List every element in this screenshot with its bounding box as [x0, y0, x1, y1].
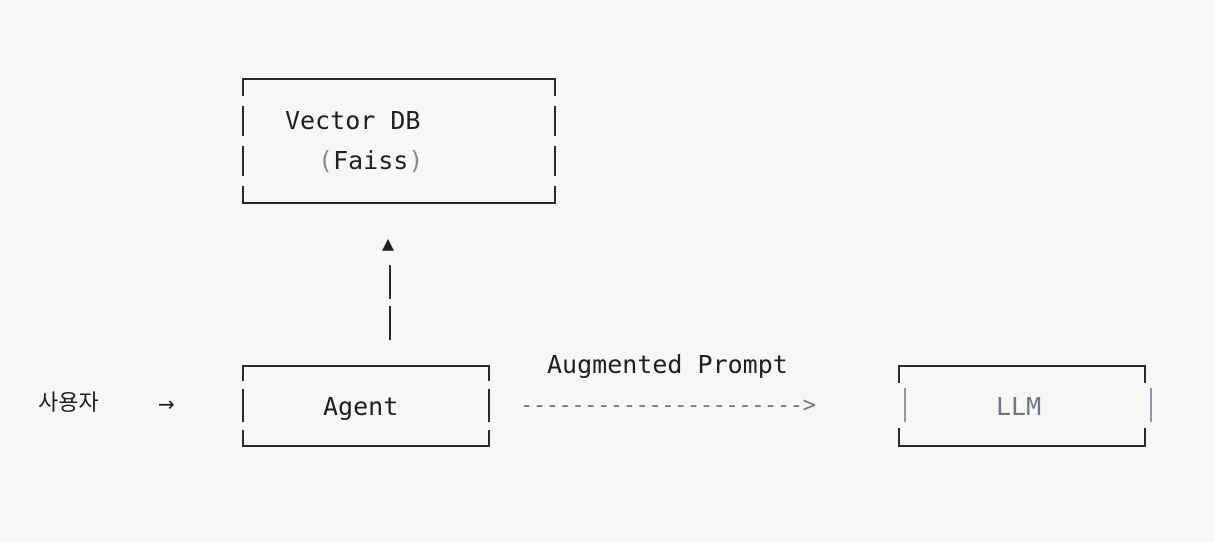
vector-db-subtitle-text: Faiss	[333, 146, 409, 175]
vector-db-subtitle: (Faiss)	[318, 148, 423, 173]
user-label: 사용자	[38, 391, 99, 416]
arrow-up-shaft-bottom	[389, 306, 391, 340]
vector-db-subtitle-close: )	[408, 146, 424, 175]
user-to-agent-arrow-icon: →	[158, 392, 175, 416]
vector-db-box	[242, 78, 556, 204]
agent-to-llm-dashed-arrow: ---------------------->	[520, 393, 816, 418]
llm-box	[898, 365, 1146, 447]
vector-db-title: Vector DB	[285, 106, 421, 135]
agent-box	[242, 365, 490, 447]
arrow-up-head-icon: ▲	[382, 231, 395, 255]
agent-label: Agent	[323, 392, 399, 421]
vector-db-subtitle-open: (	[318, 146, 334, 175]
llm-label: LLM	[996, 392, 1042, 421]
arrow-up-shaft-top	[389, 265, 391, 299]
augmented-prompt-label: Augmented Prompt	[547, 350, 788, 379]
